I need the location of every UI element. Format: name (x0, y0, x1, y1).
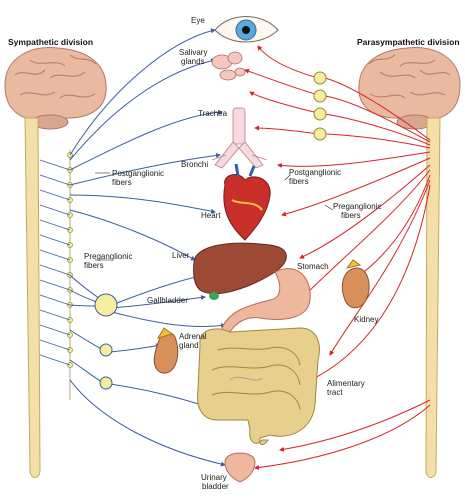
intestines (197, 327, 320, 446)
parasympathetic-fibers (244, 45, 431, 470)
label-para-preganglionic-line1: Preganglionic (333, 202, 382, 211)
parasympathetic-ganglia (313, 71, 327, 141)
label-para-postganglionic-line1: Postganglionic (289, 168, 342, 177)
right-spinal-cord (425, 117, 441, 478)
trachea-bronchi (211, 107, 268, 169)
label-symp-postganglionic-line2: fibers (112, 178, 132, 187)
eye (214, 16, 279, 43)
sympathetic-preganglionic-stubs (39, 159, 71, 366)
label-heart: Heart (201, 211, 221, 220)
label-adrenal-line2: gland (179, 341, 199, 350)
left-adrenal-kidney (153, 327, 179, 374)
left-brain (4, 47, 107, 130)
label-symp-preganglionic-line2: fibers (84, 261, 104, 270)
parasympathetic-division-title: Parasympathetic division (357, 37, 460, 47)
label-alimentary-line2: tract (327, 388, 343, 397)
left-spinal-cord (24, 117, 41, 478)
label-salivary-line2: glands (181, 57, 205, 66)
label-symp-preganglionic-line1: Preganglionic (84, 252, 133, 261)
label-trachea: Trachea (198, 109, 228, 118)
heart (223, 163, 271, 241)
label-symp-postganglionic-line1: Postganglionic (112, 169, 165, 178)
liver (193, 242, 287, 300)
urinary-bladder (224, 452, 256, 483)
right-brain (358, 47, 461, 130)
leader-lines (95, 172, 334, 261)
sympathetic-fibers (69, 28, 226, 467)
label-liver: Liver (172, 251, 190, 260)
sympathetic-chain (67, 150, 73, 400)
label-adrenal-line1: Adrenal (179, 332, 207, 341)
label-bladder-line1: Urinary (201, 473, 227, 482)
label-bronchi: Bronchi (181, 160, 209, 169)
stomach (221, 268, 311, 342)
label-para-preganglionic-line2: fibers (341, 211, 361, 220)
sympathetic-division-title: Sympathetic division (8, 37, 94, 47)
label-salivary-line1: Salivary (179, 48, 208, 57)
label-kidney: Kidney (354, 315, 379, 324)
salivary-glands (211, 51, 246, 81)
label-stomach: Stomach (297, 262, 329, 271)
prevertebral-ganglia (94, 293, 118, 390)
label-gallbladder: Gallbladder (147, 296, 188, 305)
label-para-postganglionic-line2: fibers (289, 177, 309, 186)
label-eye: Eye (191, 16, 205, 25)
label-alimentary-line1: Alimentary (327, 379, 365, 388)
label-bladder-line2: bladder (202, 482, 229, 491)
right-kidney (341, 259, 370, 309)
